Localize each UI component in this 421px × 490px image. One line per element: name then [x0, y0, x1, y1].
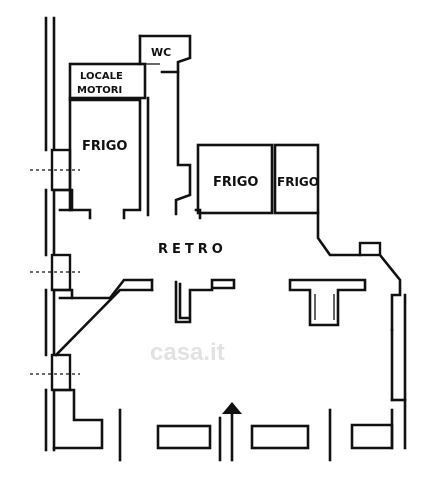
central-corridor: [174, 70, 202, 220]
room-label-retro: RETRO: [158, 242, 227, 257]
left-windows: [30, 148, 80, 392]
wc-block: [138, 34, 192, 74]
room-label-locale-motori-2: MOTORI: [77, 85, 122, 96]
pillar-right: [288, 278, 367, 327]
room-label-frigo-right: FRIGO: [277, 175, 319, 189]
left-exterior-wall: [44, 16, 56, 452]
right-exterior-wall: [316, 211, 407, 450]
frigo-center-room: [196, 143, 274, 215]
entrance-arrow-icon: [222, 402, 242, 462]
frigo-left-room: [68, 96, 150, 220]
room-label-wc: WC: [151, 46, 171, 59]
storefront-wall: [52, 388, 394, 462]
room-label-frigo-center: FRIGO: [213, 175, 258, 190]
frigo-right-room: [273, 143, 320, 215]
left-pilasters: [52, 188, 74, 300]
pillar-left: [174, 278, 236, 324]
locale-motori-block: [68, 62, 147, 220]
room-label-frigo-left: FRIGO: [82, 139, 127, 154]
left-diagonal-wall: [54, 278, 154, 357]
room-label-locale-motori-1: LOCALE: [80, 71, 123, 82]
watermark: casa.it: [150, 339, 225, 366]
